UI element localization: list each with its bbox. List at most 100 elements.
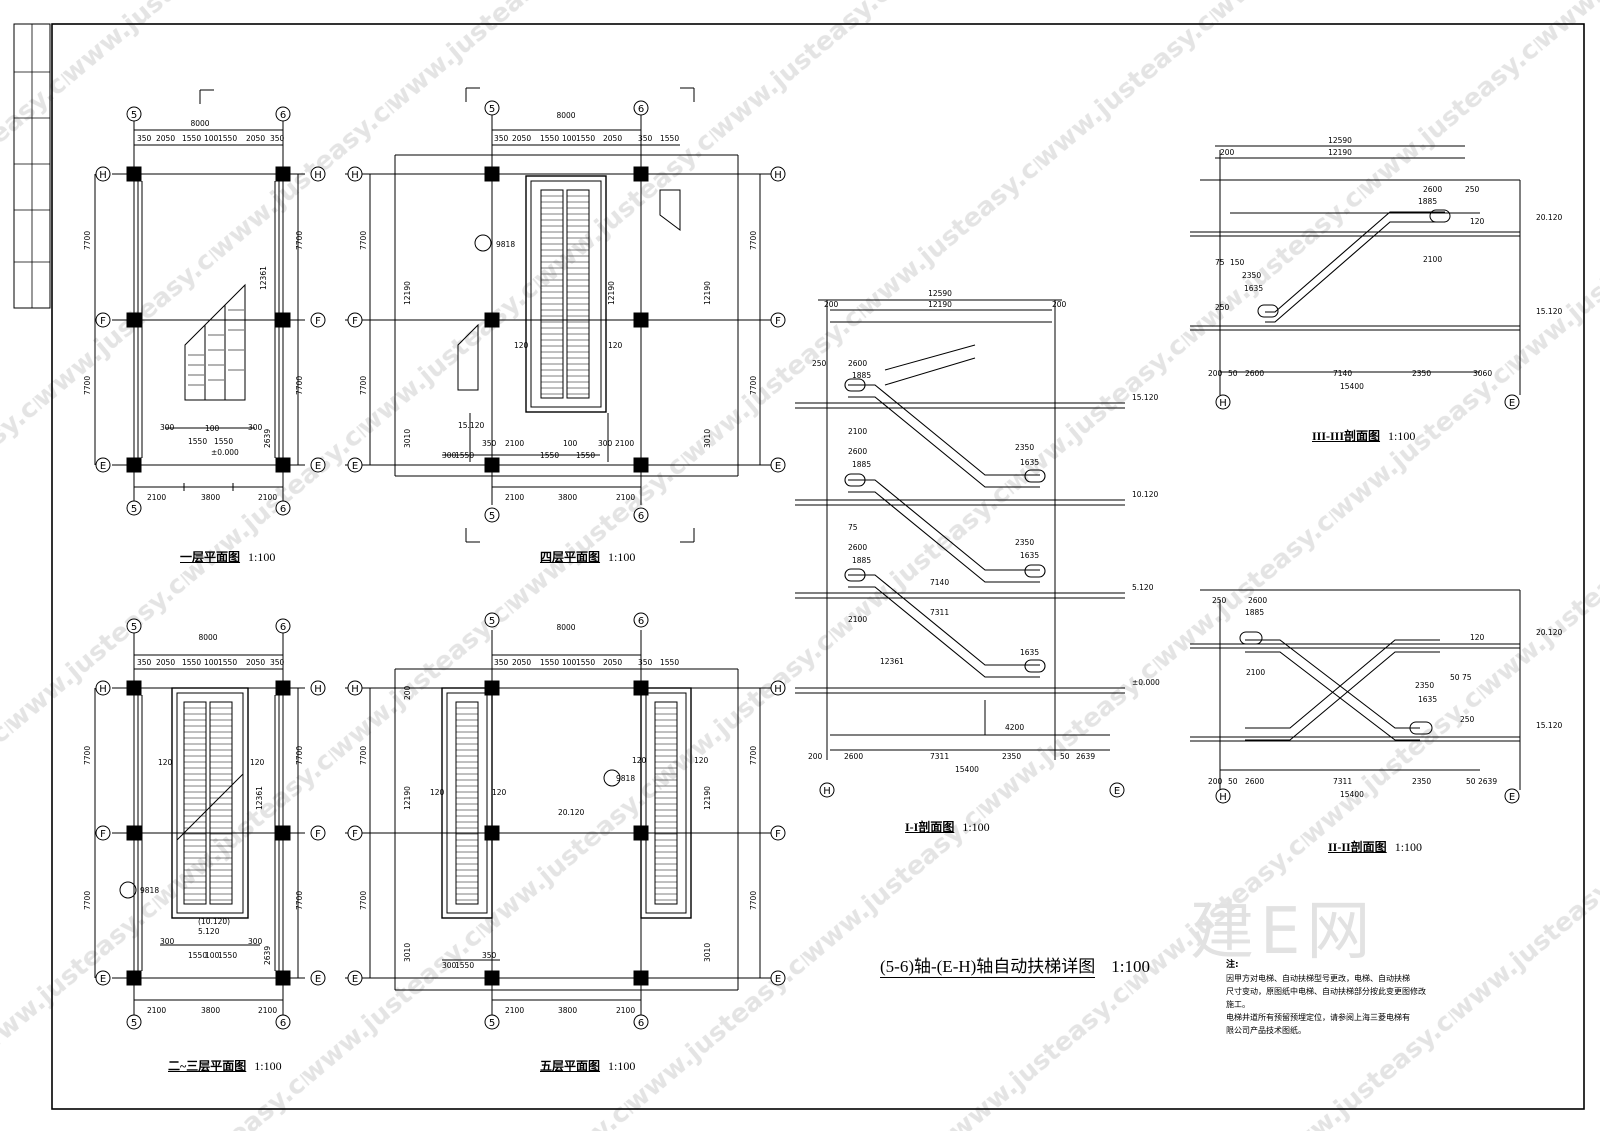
- svg-text:7700: 7700: [749, 231, 758, 250]
- svg-text:1550: 1550: [576, 451, 595, 460]
- svg-text:7700: 7700: [749, 891, 758, 910]
- svg-text:15400: 15400: [1340, 382, 1364, 391]
- svg-text:7700: 7700: [359, 231, 368, 250]
- handrail-end: [844, 378, 866, 392]
- svg-text:100: 100: [562, 658, 577, 667]
- svg-text:2639: 2639: [1478, 777, 1497, 786]
- svg-text:120: 120: [694, 756, 709, 765]
- svg-text:E: E: [775, 974, 781, 985]
- svg-text:350: 350: [270, 134, 285, 143]
- svg-text:12361: 12361: [259, 266, 268, 290]
- plan1-dimensions: 8000 350 2050 1550 100 1550 2050 350 770…: [83, 119, 304, 502]
- svg-text:2639: 2639: [263, 946, 272, 965]
- svg-text:6: 6: [280, 1018, 286, 1029]
- svg-text:6: 6: [638, 104, 644, 115]
- svg-text:2100: 2100: [616, 493, 635, 502]
- svg-text:2050: 2050: [603, 658, 622, 667]
- svg-text:F: F: [775, 316, 781, 327]
- svg-text:3800: 3800: [201, 493, 220, 502]
- plan-second-third-floor: [94, 630, 305, 1020]
- svg-text:250: 250: [812, 359, 827, 368]
- note-line: 限公司产品技术图纸。: [1226, 1026, 1306, 1035]
- svg-text:1550: 1550: [576, 658, 595, 667]
- section2-grid-bubbles: H E: [1215, 788, 1520, 804]
- svg-text:12190: 12190: [1328, 148, 1352, 157]
- svg-text:1635: 1635: [1418, 695, 1437, 704]
- svg-text:H: H: [1219, 792, 1227, 803]
- svg-text:1635: 1635: [1020, 458, 1039, 467]
- svg-text:300: 300: [160, 937, 175, 946]
- svg-text:7700: 7700: [295, 746, 304, 765]
- svg-text:250: 250: [1212, 596, 1227, 605]
- svg-text:6: 6: [638, 1018, 644, 1029]
- svg-text:350: 350: [638, 658, 653, 667]
- escalator-truss: [848, 479, 1040, 571]
- svg-text:120: 120: [514, 341, 529, 350]
- svg-text:100: 100: [205, 951, 220, 960]
- escalator-truss: [848, 491, 1040, 583]
- svg-text:1550: 1550: [188, 437, 207, 446]
- svg-text:E: E: [775, 461, 781, 472]
- svg-text:120: 120: [632, 756, 647, 765]
- svg-text:2100: 2100: [848, 615, 867, 624]
- svg-text:3010: 3010: [403, 429, 412, 448]
- svg-text:7700: 7700: [749, 746, 758, 765]
- svg-text:2639: 2639: [1076, 752, 1095, 761]
- grid-bubble-E: E: [315, 461, 321, 472]
- svg-text:H: H: [99, 684, 107, 695]
- svg-text:200: 200: [808, 752, 823, 761]
- svg-text:7700: 7700: [83, 231, 92, 250]
- svg-text:9818: 9818: [496, 240, 515, 249]
- svg-text:12361: 12361: [880, 657, 904, 666]
- svg-text:2050: 2050: [512, 658, 531, 667]
- svg-text:1550: 1550: [218, 658, 237, 667]
- svg-text:H: H: [1219, 398, 1227, 409]
- svg-text:100: 100: [204, 658, 219, 667]
- level-mark: 15.120: [1132, 393, 1158, 402]
- section2-dimensions: 2600 250 1885 120 2100 50 75 2350 1635 2…: [1208, 596, 1562, 799]
- svg-text:2100: 2100: [258, 1006, 277, 1015]
- logo-watermark: 建E网: [1190, 895, 1377, 969]
- svg-text:350: 350: [482, 951, 497, 960]
- grid-bubble-6: 6: [280, 110, 286, 121]
- svg-text:1550: 1550: [188, 951, 207, 960]
- svg-text:1550: 1550: [660, 134, 679, 143]
- svg-text:100: 100: [563, 439, 578, 448]
- plan-first-floor: [94, 89, 305, 505]
- svg-text:2600: 2600: [1245, 777, 1264, 786]
- svg-text:E: E: [100, 974, 106, 985]
- svg-text:120: 120: [430, 788, 445, 797]
- svg-text:2050: 2050: [603, 134, 622, 143]
- svg-text:1550: 1550: [540, 658, 559, 667]
- section3-grid-bubbles: H E: [1215, 394, 1520, 410]
- plan1-grid-bubbles: 5 6 5 6 H F E H F E: [95, 106, 326, 516]
- svg-text:12590: 12590: [1328, 136, 1352, 145]
- svg-text:1635: 1635: [1020, 551, 1039, 560]
- handrail-end: [844, 568, 866, 582]
- svg-text:5: 5: [489, 616, 495, 627]
- svg-text:7700: 7700: [359, 746, 368, 765]
- svg-text:H: H: [351, 170, 359, 181]
- svg-text:100: 100: [562, 134, 577, 143]
- level-mark: ±0.000: [1132, 678, 1160, 687]
- svg-text:2100: 2100: [505, 493, 524, 502]
- level-mark: ±0.000: [211, 448, 239, 457]
- svg-text:7700: 7700: [83, 376, 92, 395]
- section-1-1: [795, 299, 1125, 760]
- note-line: 电梯井道所有预留预埋定位，请参阅上海三菱电梯有: [1226, 1013, 1410, 1022]
- svg-text:1550: 1550: [182, 134, 201, 143]
- svg-text:H: H: [823, 786, 831, 797]
- svg-text:6: 6: [638, 616, 644, 627]
- plan23-grid-bubbles: 5 6 5 6 H F E H F E: [95, 618, 326, 1030]
- svg-text:300: 300: [598, 439, 613, 448]
- svg-text:2100: 2100: [505, 439, 524, 448]
- svg-text:2600: 2600: [848, 447, 867, 456]
- svg-text:1550: 1550: [540, 134, 559, 143]
- plan5-dimensions: 8000 350 2050 1550 100 1550 2050 350 155…: [359, 623, 758, 1015]
- level-mark: 5.120: [1132, 583, 1154, 592]
- svg-text:5.120: 5.120: [198, 927, 220, 936]
- escalator-truss: [848, 396, 1040, 488]
- svg-text:2350: 2350: [1242, 271, 1261, 280]
